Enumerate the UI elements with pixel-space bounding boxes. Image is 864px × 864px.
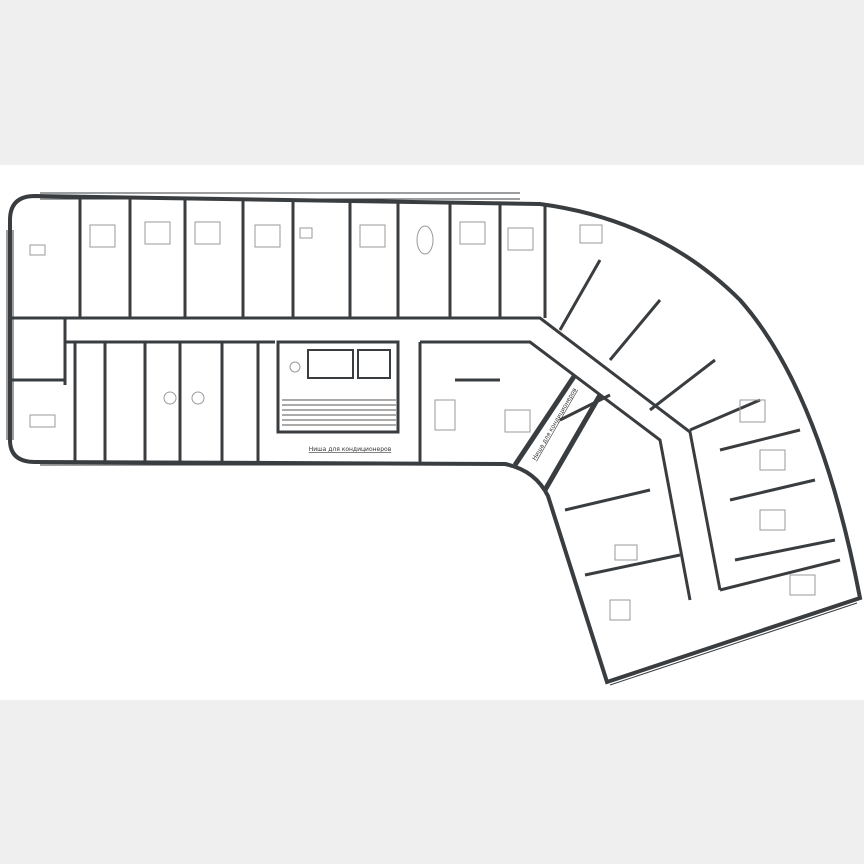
windows [6, 192, 858, 686]
elevator-shaft [357, 349, 391, 379]
elevator-shaft [307, 349, 354, 379]
walls [8, 193, 863, 685]
stairs [282, 399, 396, 426]
elevator-core [276, 340, 400, 434]
partition-walls [10, 196, 841, 592]
outer-wall [8, 193, 863, 685]
ac-niche-label-diagonal: Ниша для кондиционеров [531, 386, 579, 461]
corridor-wall [65, 316, 722, 601]
furniture [29, 221, 816, 621]
ac-niche-walls [512, 373, 603, 492]
ac-niche-label: Ниша для кондиционеров [309, 446, 392, 453]
